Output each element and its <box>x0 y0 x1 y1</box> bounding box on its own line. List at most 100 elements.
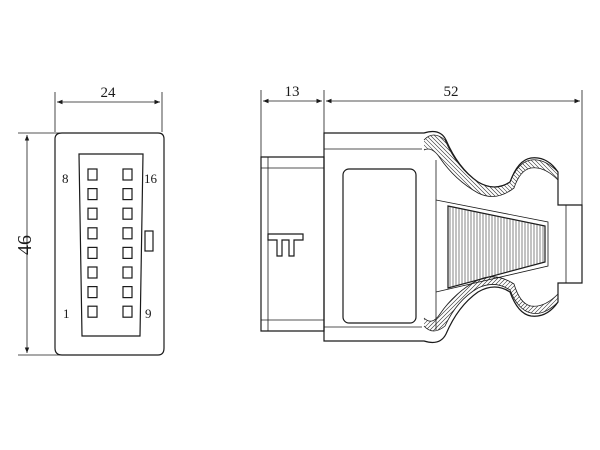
hatch-line <box>344 268 416 340</box>
hatch-line <box>312 268 384 340</box>
upper-rib-outer <box>423 134 559 188</box>
hatch-line <box>555 135 558 197</box>
hatch-line <box>511 276 558 331</box>
hatch-line <box>435 276 509 331</box>
hatch-line <box>424 276 445 331</box>
hatch-line <box>495 135 558 197</box>
front-body-outline <box>54 132 165 356</box>
hatch-line <box>539 276 558 331</box>
hatch-line <box>328 268 400 340</box>
pin-11 <box>122 266 133 279</box>
pin-12 <box>122 246 133 259</box>
hatch-line <box>424 135 433 197</box>
hatch-line <box>340 268 412 340</box>
hatch-line <box>439 276 513 331</box>
hatch-line <box>424 135 497 197</box>
side-window <box>342 168 417 324</box>
grip-surround <box>435 199 549 293</box>
hatch-line <box>324 268 396 340</box>
hatch-line <box>424 276 469 331</box>
pin-label-16: 16 <box>144 171 158 186</box>
hatch-line <box>320 268 392 340</box>
hatch-line <box>503 276 558 331</box>
hatch-line <box>580 125 600 205</box>
hatch-line <box>276 268 348 340</box>
height-dimension-label: 46 <box>14 235 36 255</box>
hatch-line <box>551 135 558 197</box>
hatch-line <box>424 276 497 331</box>
hatch-line <box>555 276 558 331</box>
hatch-line <box>451 276 525 331</box>
hatch-line <box>535 276 558 331</box>
hatch-line <box>424 276 461 331</box>
hatch-line <box>572 125 600 205</box>
hatch-line <box>499 135 558 197</box>
pin-label-1: 1 <box>63 306 70 321</box>
hatch-line <box>592 125 600 205</box>
hatch-line <box>584 125 600 205</box>
hatch-line <box>300 268 372 340</box>
pin-3 <box>87 266 98 279</box>
hatch-line <box>296 268 368 340</box>
hatch-line <box>424 276 433 331</box>
upper-rib-hatching <box>340 125 600 205</box>
hatch-line <box>304 268 376 340</box>
hatch-line <box>292 268 364 340</box>
hatch-line <box>424 135 489 197</box>
hatch-line <box>424 276 449 331</box>
pin-4 <box>87 246 98 259</box>
pin-16 <box>122 168 133 181</box>
latch-tab <box>144 230 154 252</box>
hatch-line <box>284 268 356 340</box>
hatch-line <box>568 125 600 205</box>
hatch-line <box>576 125 600 205</box>
hatch-line <box>531 135 558 197</box>
hatch-line <box>280 268 352 340</box>
pin-9 <box>122 305 133 318</box>
pin-10 <box>122 286 133 299</box>
hatch-line <box>424 276 425 331</box>
hatch-line <box>551 276 558 331</box>
hatch-line <box>424 276 437 331</box>
hatch-line <box>316 268 388 340</box>
hatch-line <box>560 125 600 205</box>
hatch-line <box>547 135 558 197</box>
hatch-line <box>308 268 380 340</box>
pin-label-9: 9 <box>145 306 152 321</box>
hatch-line <box>463 276 537 331</box>
pin-13 <box>122 227 133 240</box>
hatch-line <box>340 125 420 205</box>
hatch-line <box>336 268 408 340</box>
hatch-line <box>503 135 558 197</box>
pin-7 <box>87 188 98 201</box>
hatch-line <box>527 276 558 331</box>
body-length-label: 52 <box>444 84 459 100</box>
pin-label-8: 8 <box>62 171 69 186</box>
hatch-line <box>535 135 558 197</box>
pin-15 <box>122 188 133 201</box>
pin-1 <box>87 305 98 318</box>
pin-6 <box>87 207 98 220</box>
pin-8 <box>87 168 98 181</box>
grip-outline <box>447 205 546 289</box>
front-view: 24 46 8 16 1 9 <box>14 85 165 356</box>
hatch-line <box>527 135 558 197</box>
hatch-line <box>523 276 558 331</box>
hatch-line <box>515 276 558 331</box>
plug-outline <box>260 156 325 332</box>
plug-length-label: 13 <box>285 84 300 100</box>
plug-clip <box>267 233 304 257</box>
hatch-line <box>424 135 437 197</box>
hatch-line <box>487 276 558 331</box>
hatch-line <box>424 135 425 197</box>
lower-rib-inner <box>423 276 559 322</box>
width-dimension-label: 24 <box>101 85 117 101</box>
hatch-line <box>427 135 509 197</box>
hatch-line <box>475 276 549 331</box>
side-view: 13 52 <box>260 84 600 344</box>
hatch-line <box>424 276 481 331</box>
pin-5 <box>87 227 98 240</box>
lower-rib-outer <box>423 284 559 332</box>
